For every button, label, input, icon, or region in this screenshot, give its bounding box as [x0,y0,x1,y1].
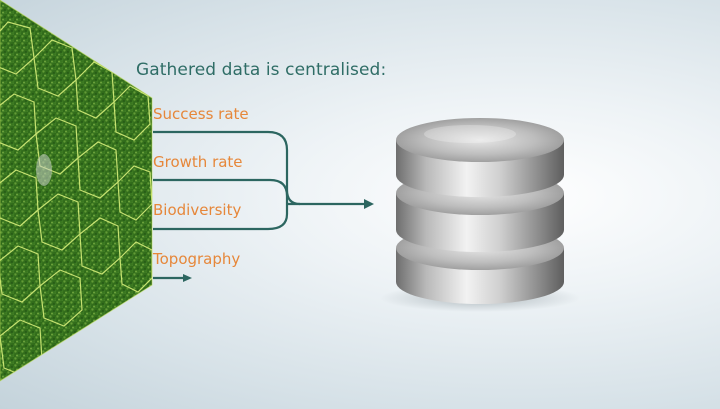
diagram-heading: Gathered data is centralised: [136,60,387,80]
structure-marker [36,154,52,186]
hex-grid-overlay [0,21,152,377]
topography-arrowhead [183,274,192,282]
connector-line-success-rate [153,130,301,206]
label-success-rate: Success rate [153,105,249,123]
label-growth-rate: Growth rate [153,153,243,171]
aerial-vegetation-panel [0,0,153,382]
connector-line-biodiversity [153,204,289,231]
connector-line-growth-rate [153,178,289,204]
arrowhead-main [364,199,374,209]
database-icon [380,118,580,312]
connector-bracket [153,130,364,231]
label-topography: Topography [153,250,241,268]
label-biodiversity: Biodiversity [153,201,242,219]
